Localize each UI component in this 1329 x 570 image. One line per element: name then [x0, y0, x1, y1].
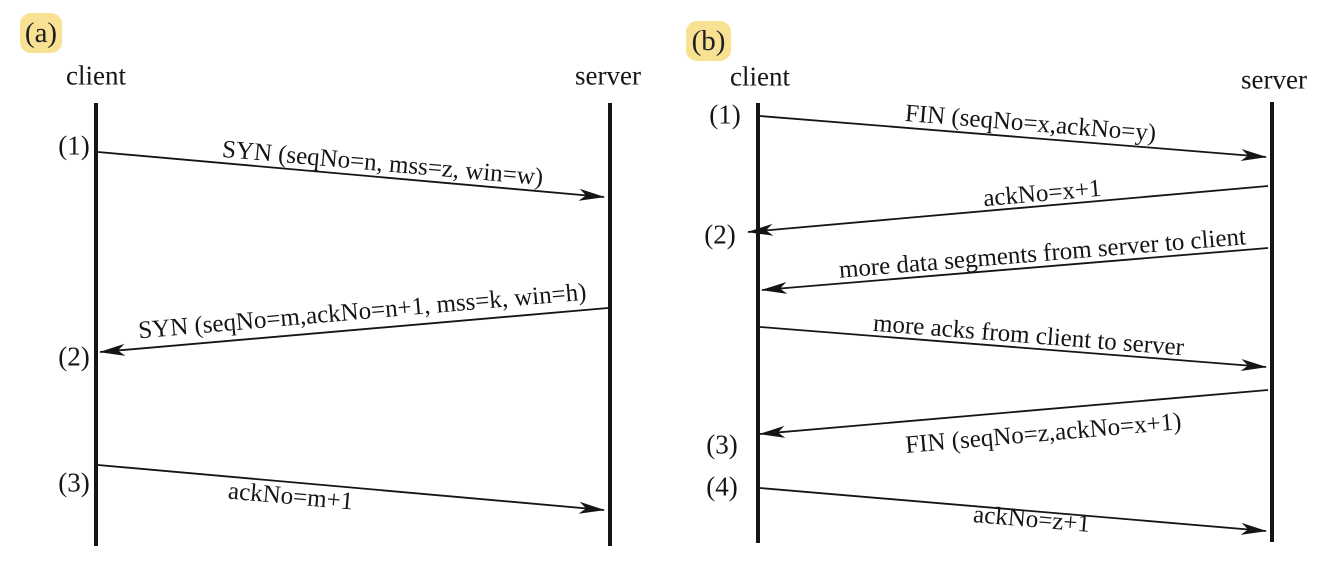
panel-b-msg1-label: FIN (seqNo=x,ackNo=y)	[904, 100, 1157, 147]
panel-a-step-1: (1)	[58, 130, 90, 161]
panel-b-msg5-label: FIN (seqNo=z,ackNo=x+1)	[904, 408, 1182, 459]
panel-b-msg1-arrow	[759, 115, 1267, 161]
panel-b-client-label: client	[730, 61, 790, 92]
panel-b-server-label: server	[1241, 64, 1307, 95]
panel-a-tag: (a)	[20, 13, 62, 53]
panel-a-client-label: client	[66, 60, 126, 91]
panel-b-step-2: (2)	[704, 219, 736, 250]
panel-a-server-label: server	[575, 60, 641, 91]
panel-a-step-2: (2)	[58, 341, 90, 372]
panel-b-msg6-arrow	[759, 487, 1267, 535]
panel-b-msg2-arrow	[747, 185, 1269, 236]
panel-b-msg6-label: ackNo=z+1	[972, 501, 1091, 538]
panel-b-step-1: (1)	[709, 99, 741, 130]
panel-b-msg4-label: more acks from client to server	[872, 310, 1186, 362]
panel-b-msg3-arrow	[761, 247, 1269, 294]
panel-b-tag-label: (b)	[691, 24, 726, 57]
panel-b-msg2-label: ackNo=x+1	[982, 175, 1102, 212]
panel-a-msg1-label: SYN (seqNo=n, mss=z, win=w)	[221, 136, 544, 191]
panel-a-step-3: (3)	[58, 467, 90, 498]
panel-b-step-4: (4)	[706, 471, 738, 502]
panel-a-msg2-label: SYN (seqNo=m,ackNo=n+1, mss=k, win=h)	[137, 279, 587, 345]
panel-a-msg2-arrow	[99, 307, 609, 356]
panel-a-msg3-arrow	[97, 464, 605, 514]
panel-b-step-3: (3)	[706, 429, 738, 460]
panel-a-msg3-label: ackNo=m+1	[227, 478, 354, 516]
panel-b-msg4-arrow	[759, 326, 1267, 372]
panel-b-tag: (b)	[686, 21, 731, 61]
panel-a-msg1-arrow	[97, 151, 605, 201]
panel-b-msg5-arrow	[759, 389, 1269, 438]
panel-a-tag-label: (a)	[24, 16, 58, 49]
panel-b-msg3-label: more data segments from server to client	[838, 223, 1247, 283]
